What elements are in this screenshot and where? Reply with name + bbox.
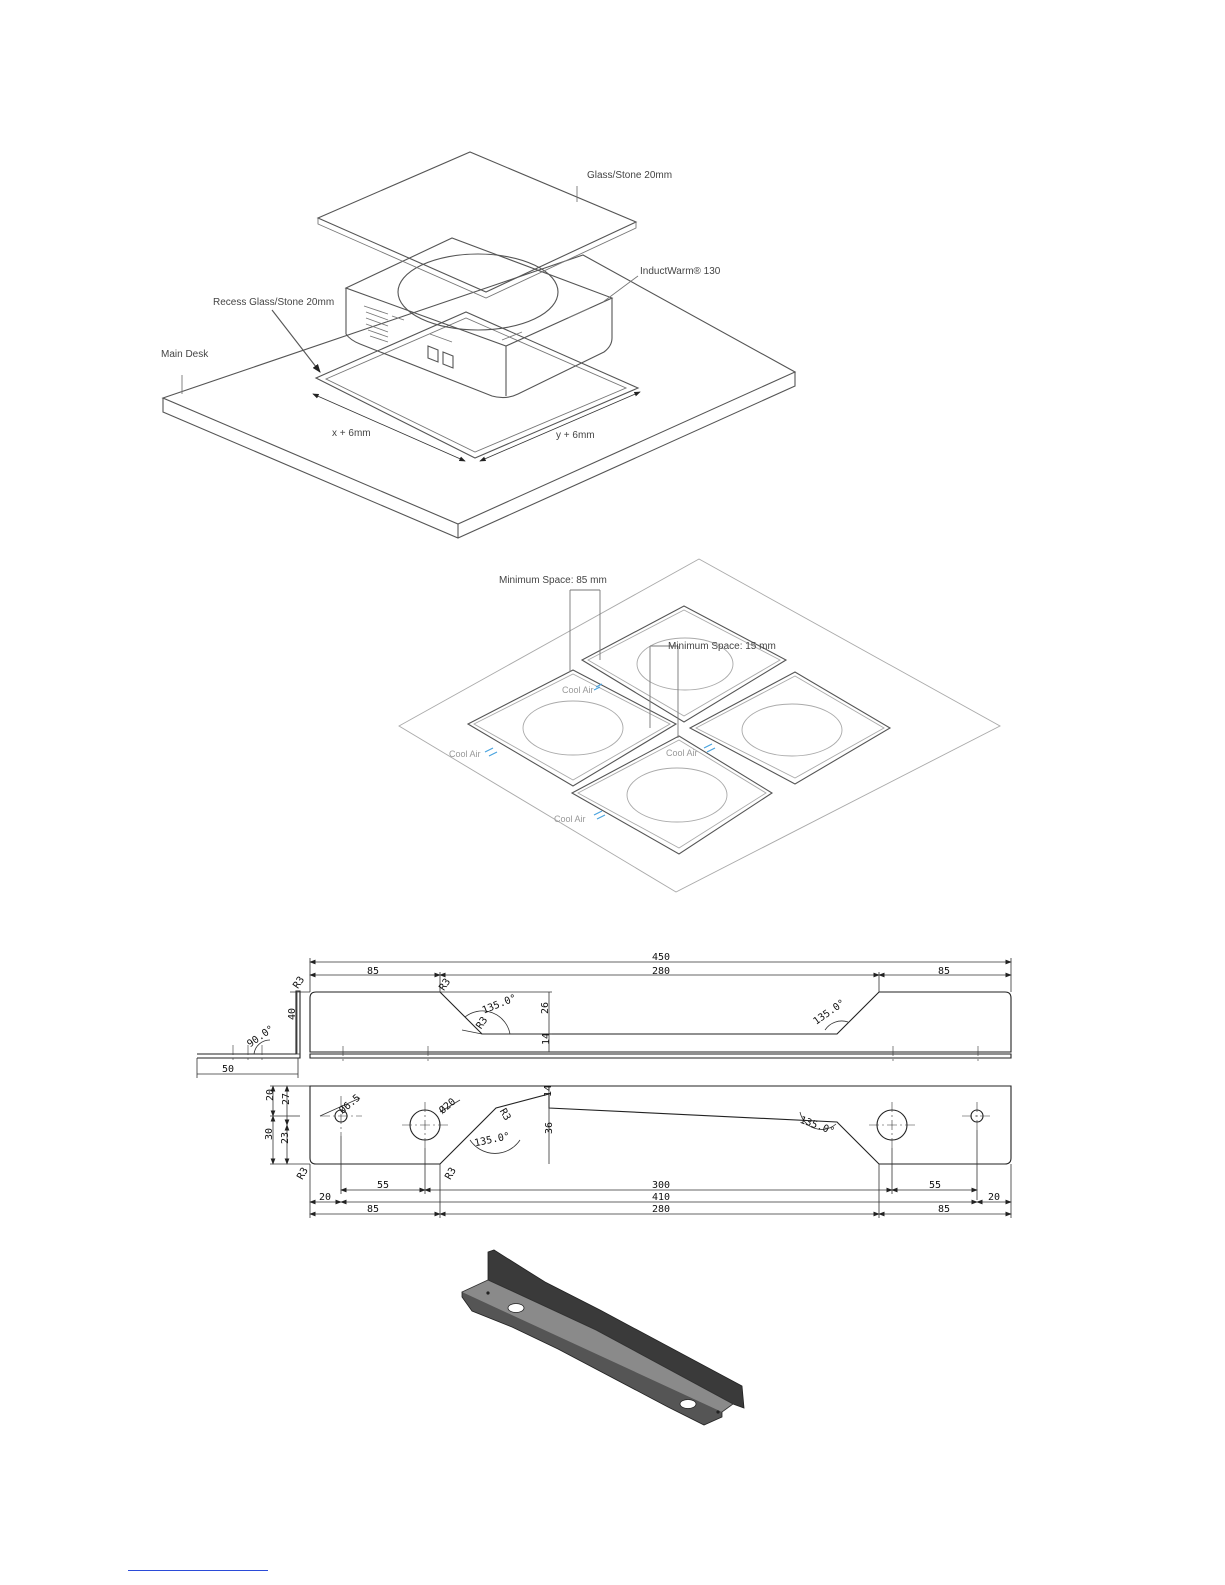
cool-air-label-1: Cool Air [562,685,594,695]
cool-air-label-3: Cool Air [666,748,698,758]
bracket-plan-view: 20 27 30 23 14 36 Ø6.5 Ø20 135.0° 135.0°… [264,1085,1011,1218]
dim-14-bottom: 14 [543,1085,554,1097]
dim-85-bottom-left: 85 [367,1204,379,1215]
dim-30: 30 [264,1128,275,1140]
tile-top [582,606,786,722]
dim-55-left: 55 [377,1180,389,1191]
dim-36: 36 [544,1122,555,1134]
x-dimension-label: x + 6mm [332,428,371,439]
angle-135-top-left: 135.0° [481,993,519,1017]
min-space-85-label: Minimum Space: 85 mm [499,575,607,586]
dim-280-bottom: 280 [652,1204,670,1215]
dim-50: 50 [222,1064,234,1075]
product-label: InductWarm® 130 [640,266,721,277]
dim-85-top-left: 85 [367,966,379,977]
figure-exploded-install: Glass/Stone 20mm InductWarm® 130 Recess … [161,152,795,538]
radius-bottom-1: R3 [295,1166,311,1182]
figure-bracket-drawing: 50 90.0° 450 85 280 85 40 26 14 [197,952,1011,1218]
dim-40: 40 [287,1008,298,1020]
radius-bottom-2: R3 [443,1166,459,1182]
recess-label: Recess Glass/Stone 20mm [213,297,334,308]
dim-23: 23 [280,1132,291,1144]
dim-55-right: 55 [929,1180,941,1191]
dim-27: 27 [281,1093,292,1105]
dim-20-left: 20 [265,1089,276,1101]
y-dimension-label: y + 6mm [556,430,595,441]
dim-85-bottom-right: 85 [938,1204,950,1215]
dim-26: 26 [540,1002,551,1014]
dim-85-top-right: 85 [938,966,950,977]
dim-300: 300 [652,1180,670,1191]
cool-air-label-4: Cool Air [554,814,586,824]
glass-label: Glass/Stone 20mm [587,170,672,181]
bracket-top-view: 450 85 280 85 40 26 14 135.0° 135.0° R3 … [287,952,1011,1062]
desk-label: Main Desk [161,349,209,360]
angle-135-bottom-left: 135.0° [473,1131,511,1149]
dim-14-top: 14 [541,1033,552,1045]
radius-top-1: R3 [291,975,307,991]
dim-20-bottom-right: 20 [988,1192,1000,1203]
min-space-15-label: Minimum Space: 15 mm [668,641,776,652]
dim-20-bottom-left: 20 [319,1192,331,1203]
tile-right [690,672,890,784]
angle-135-bottom-right: 135.0° [798,1115,836,1138]
dim-410: 410 [652,1192,670,1203]
cool-air-label-2: Cool Air [449,749,481,759]
hole-6-5-label: Ø6.5 [337,1092,363,1117]
angle-135-top-right: 135.0° [812,998,848,1028]
dim-450: 450 [652,952,670,963]
side-profile: 50 90.0° [197,991,300,1078]
figure-bracket-render [462,1250,744,1425]
figure-spacing-layout: Minimum Space: 85 mm Minimum Space: 15 m… [399,559,1000,892]
radius-bottom-3: R3 [497,1107,513,1123]
desk-top-outline [399,559,1000,892]
angle-90: 90.0° [245,1024,276,1050]
dim-280-top: 280 [652,966,670,977]
footer-link-underline [128,1570,268,1571]
hole-20-label: Ø20 [437,1096,459,1117]
